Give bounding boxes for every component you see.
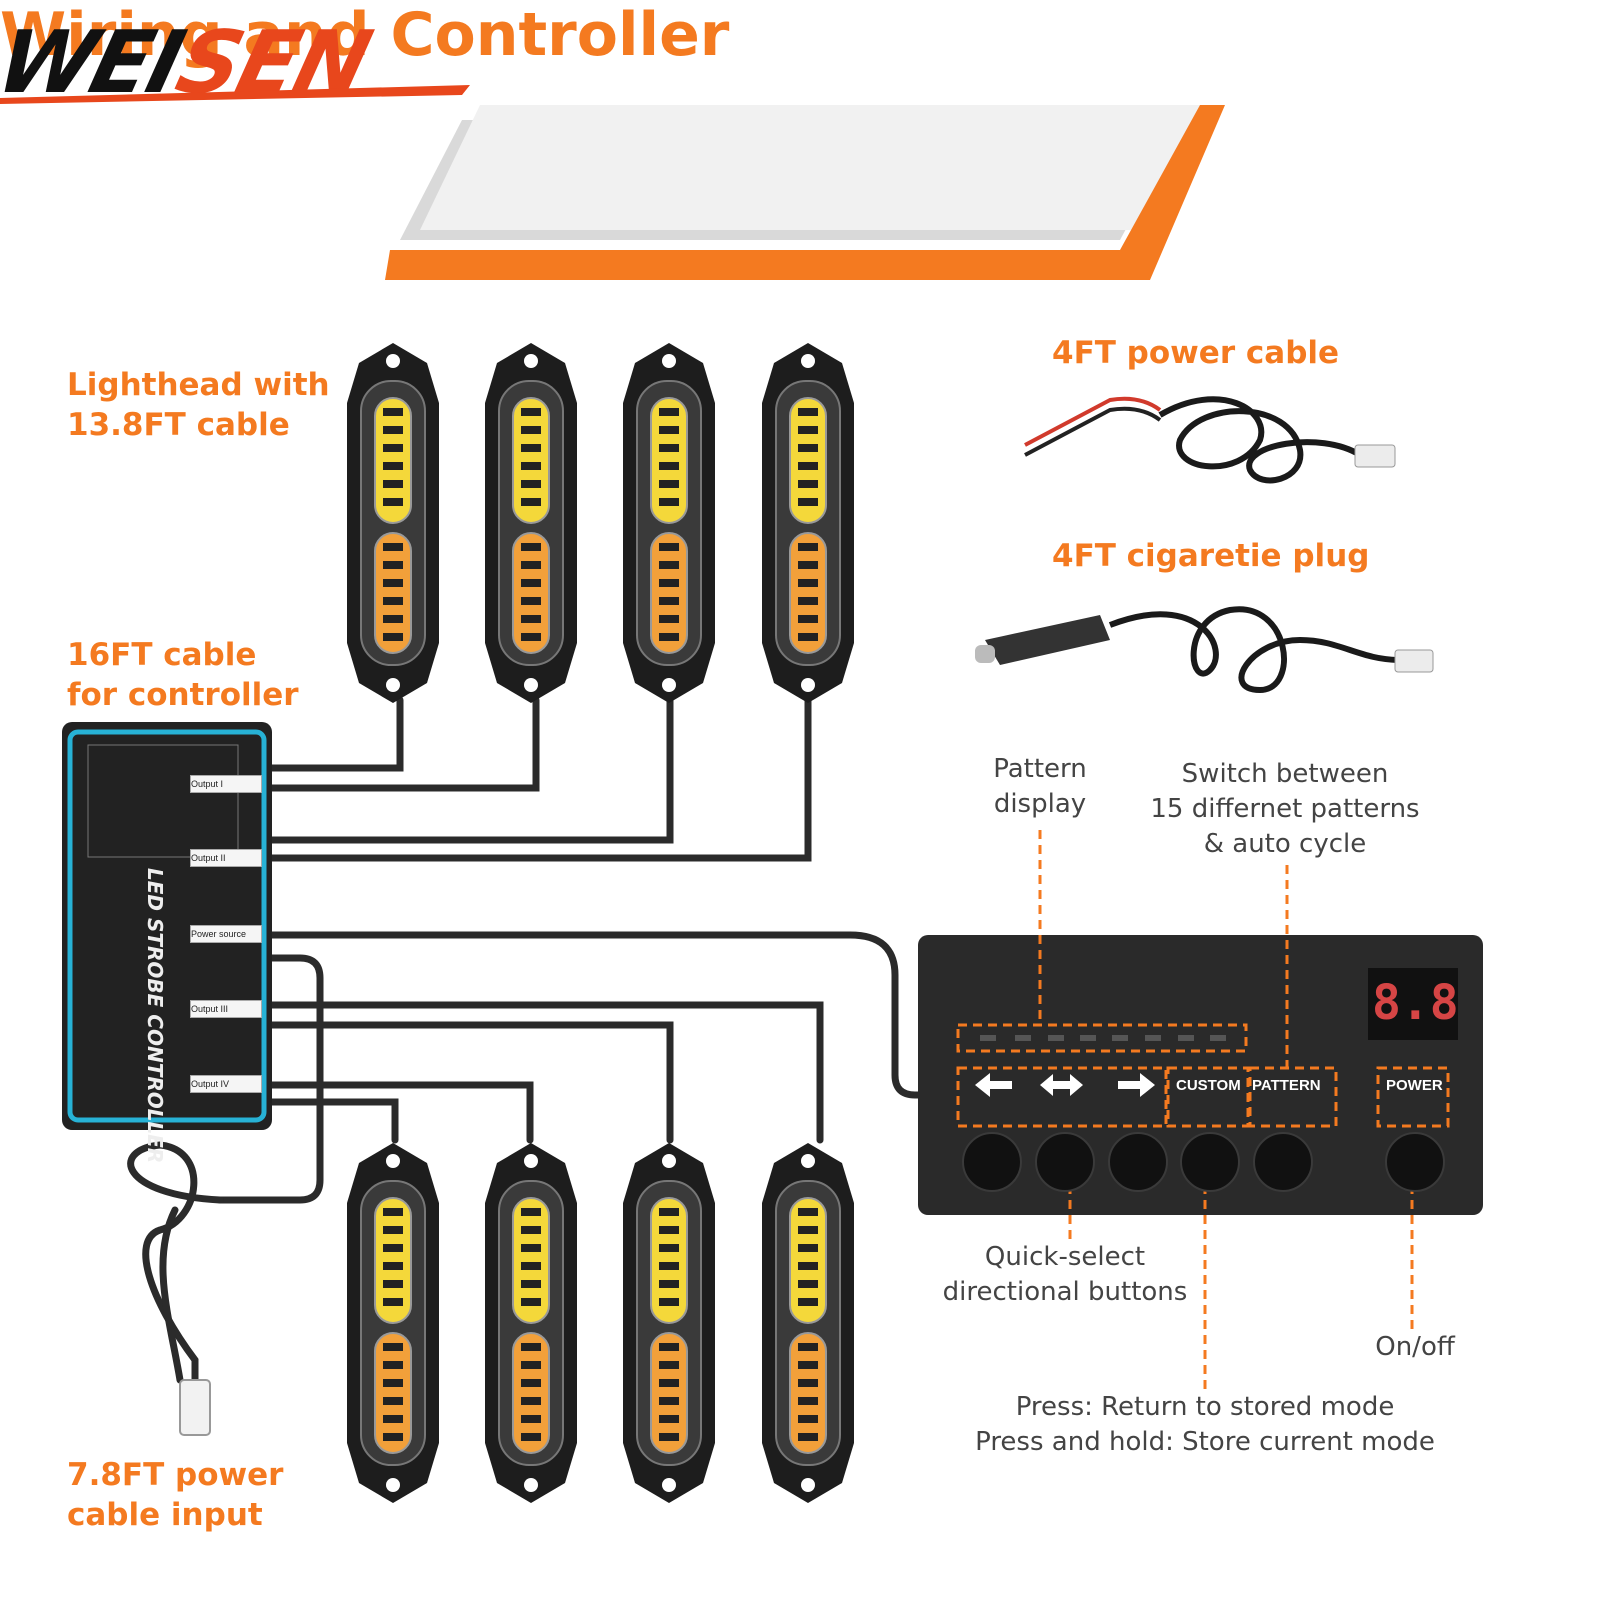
press-label: Press: Return to stored mode Press and h…: [955, 1390, 1455, 1460]
custom-label: CUSTOM: [1176, 1077, 1241, 1094]
lighthead-4: [762, 343, 854, 703]
banner-accent: [385, 105, 1225, 280]
custom-button[interactable]: [1180, 1132, 1240, 1192]
controller-cable-label-line-2: for controller: [67, 677, 299, 713]
controller-cable-label-line-1: 16FT cable: [67, 637, 257, 673]
cigarette-plug-label: 4FT cigaretie plug: [1052, 538, 1370, 574]
logo-swoosh: [0, 85, 470, 104]
left-arrow-icon: [975, 1073, 1012, 1097]
power-input-label-line-1: 7.8FT power: [67, 1457, 284, 1493]
cigarette-plug-illustration: [975, 606, 1434, 694]
press-label-line-1: Press: Return to stored mode: [1015, 1392, 1395, 1422]
pattern-display-label-line-2: display: [993, 789, 1087, 819]
strobe-controller-label-panel: [87, 744, 239, 858]
power-cable-illustration: [1024, 396, 1396, 484]
quick-select-label-line-2: directional buttons: [942, 1277, 1188, 1307]
port-label-output-3: Output III: [190, 1000, 262, 1018]
port-label-output-4: Output IV: [190, 1075, 262, 1093]
annotation-guides: [956, 830, 1450, 1390]
switch-patterns-label-line-2: 15 differnet patterns: [1150, 794, 1420, 824]
press-label-line-2: Press and hold: Store current mode: [975, 1427, 1435, 1457]
pattern-display-screen: [1368, 968, 1458, 1040]
power-input-plug: [179, 1379, 211, 1436]
lighthead-label-line-1: Lighthead with: [67, 367, 330, 403]
lighthead-label: Lighthead with 13.8FT cable: [67, 365, 330, 445]
strobe-controller-title: LED STROBE CONTROLLER: [143, 868, 167, 1164]
arrow-icons: [975, 1073, 1155, 1097]
banner-background: [420, 105, 1200, 230]
lighthead-label-line-2: 13.8FT cable: [67, 407, 290, 443]
pattern-label: PATTERN: [1252, 1077, 1321, 1094]
power-label: POWER: [1386, 1077, 1443, 1094]
power-button[interactable]: [1385, 1132, 1445, 1192]
left-button[interactable]: [962, 1132, 1022, 1192]
lighthead-8: [762, 1143, 854, 1503]
both-directions-button[interactable]: [1035, 1132, 1095, 1192]
on-off-label: On/off: [1375, 1332, 1455, 1362]
switch-patterns-label-line-3: & auto cycle: [1203, 829, 1367, 859]
right-button[interactable]: [1108, 1132, 1168, 1192]
power-input-label-line-2: cable input: [67, 1497, 263, 1533]
lighthead-6: [485, 1143, 577, 1503]
pattern-display-label: Pattern display: [980, 752, 1100, 822]
strobe-controller-box: [62, 722, 272, 1130]
lighthead-7: [623, 1143, 715, 1503]
banner-title: Wiring and Controller: [0, 0, 730, 70]
quick-select-label: Quick-select directional buttons: [930, 1240, 1200, 1310]
pattern-indicator-leds: [980, 1035, 1226, 1041]
power-input-label: 7.8FT power cable input: [67, 1455, 283, 1535]
port-label-output-2: Output II: [190, 849, 262, 867]
controller-cable-label: 16FT cable for controller: [67, 635, 299, 715]
quick-select-label-line-1: Quick-select: [984, 1242, 1146, 1272]
lighthead-1: [347, 343, 439, 703]
pattern-button[interactable]: [1253, 1132, 1313, 1192]
power-cable-label: 4FT power cable: [1052, 335, 1340, 371]
lighthead-3: [623, 343, 715, 703]
switch-patterns-label-line-1: Switch between: [1181, 759, 1389, 789]
pattern-display-label-line-1: Pattern: [993, 754, 1087, 784]
port-label-output-1: Output I: [190, 775, 262, 793]
switch-patterns-label: Switch between 15 differnet patterns & a…: [1140, 757, 1430, 862]
right-arrow-icon: [1118, 1073, 1155, 1097]
wires: [127, 696, 939, 1424]
pattern-display-value: 8.8: [1372, 975, 1459, 1031]
left-right-arrow-icon: [1040, 1074, 1083, 1096]
strobe-controller-border: [67, 729, 267, 1123]
port-label-power-source: Power source: [190, 925, 262, 943]
lighthead-2: [485, 343, 577, 703]
lighthead-5: [347, 1143, 439, 1503]
